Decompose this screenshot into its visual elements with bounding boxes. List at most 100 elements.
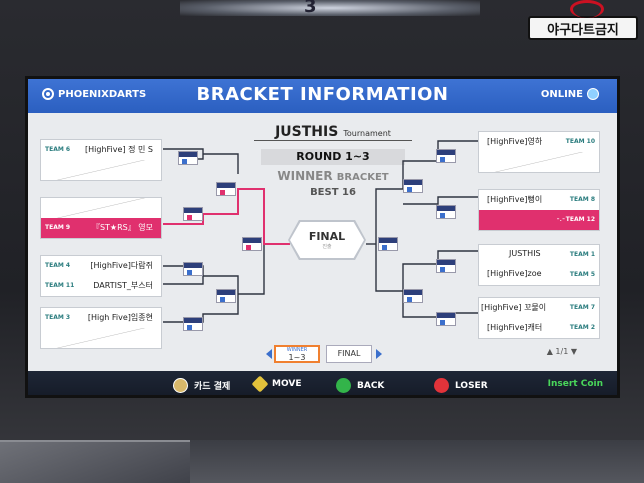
player-row-empty <box>41 198 161 218</box>
page-title: BRACKET INFORMATION <box>196 84 449 105</box>
winner-tab-small: WINNER <box>286 347 308 353</box>
match-card-right-1[interactable]: [HighFive]영하 TEAM 10 <box>478 131 600 173</box>
team-label: TEAM 12 <box>565 216 595 223</box>
sticker-text: 야구다트금지 <box>547 22 619 38</box>
prev-round-arrow-icon[interactable] <box>266 349 272 359</box>
team-label: TEAM 9 <box>45 224 71 231</box>
player-name: JUSTHIS <box>509 249 541 258</box>
player-name: [HighFive] 정 민 S <box>85 145 153 154</box>
score-box <box>216 182 236 196</box>
tournament-name: JUSTHIS <box>275 124 339 140</box>
score-box <box>178 151 198 165</box>
foreground-object <box>0 440 190 483</box>
globe-icon <box>587 88 599 100</box>
team-label: TEAM 4 <box>45 262 71 269</box>
player-name: [HighFive]뻥이 <box>487 195 543 204</box>
team-label: TEAM 1 <box>569 251 595 258</box>
player-row: [HighFive]영하 TEAM 10 <box>479 132 599 152</box>
score-box <box>183 207 203 221</box>
player-name: DARTIST_부스터 <box>93 281 153 290</box>
header-bar: PHOENIXDARTS BRACKET INFORMATION ONLINE <box>28 79 617 113</box>
player-row: TEAM 3 [High Five]임종현 <box>41 308 161 328</box>
match-card-right-3[interactable]: JUSTHIS TEAM 1 [HighFive]zoe TEAM 5 <box>478 244 600 286</box>
match-card-left-4[interactable]: TEAM 3 [High Five]임종현 <box>40 307 162 349</box>
player-name: [High Five]임종현 <box>87 313 153 322</box>
insert-coin-label: Insert Coin <box>547 379 603 389</box>
player-row-highlighted: TEAM 9 『ST★RS』 영모 <box>41 218 161 238</box>
player-row: TEAM 4 [HighFive]다람쥐 <box>41 256 161 276</box>
score-box <box>403 179 423 193</box>
round-label: ROUND 1~3 <box>261 149 405 165</box>
final-round-tab[interactable]: FINAL <box>326 345 372 363</box>
player-row: [HighFive]zoe TEAM 5 <box>479 265 599 285</box>
player-name: [HighFive]다람쥐 <box>90 261 153 270</box>
player-name: [HighFive]zoe <box>487 269 542 278</box>
loser-label: LOSER <box>455 380 488 391</box>
winner-round-tab[interactable]: WINNER 1~3 <box>274 345 320 363</box>
card-payment-control[interactable]: 카드 결제 <box>173 378 230 393</box>
player-row: TEAM 11 DARTIST_부스터 <box>41 276 161 296</box>
score-box <box>378 237 398 251</box>
score-box <box>183 262 203 276</box>
bracket-main: WINNER <box>277 169 333 183</box>
player-name: [HighFive] 꼬물이 <box>481 303 547 312</box>
winner-tab-range: 1~3 <box>288 353 306 362</box>
red-button-icon <box>434 378 449 393</box>
back-control[interactable]: BACK <box>336 378 384 393</box>
match-card-right-4[interactable]: [HighFive] 꼬물이 TEAM 7 [HighFive]캐터 TEAM … <box>478 297 600 339</box>
card-icon <box>173 378 188 393</box>
match-card-right-2[interactable]: [HighFive]뻥이 TEAM 8 -.- TEAM 12 <box>478 189 600 231</box>
team-label: TEAM 10 <box>565 138 595 145</box>
score-box <box>216 289 236 303</box>
online-status: ONLINE <box>541 88 599 100</box>
round-navigation: WINNER 1~3 FINAL <box>28 342 617 366</box>
ban-sign-icon <box>570 0 604 18</box>
final-sub: 진출 <box>322 244 332 250</box>
player-name: 『ST★RS』 영모 <box>91 223 153 232</box>
green-button-icon <box>336 378 351 393</box>
final-node[interactable]: FINAL 진출 <box>290 222 364 258</box>
page-indicator[interactable]: ▲ 1/1 ▼ <box>546 347 577 356</box>
brand-name: PHOENIXDARTS <box>58 88 147 100</box>
score-box <box>242 237 262 251</box>
team-label: TEAM 11 <box>45 282 75 289</box>
match-card-left-1[interactable]: TEAM 6 [HighFive] 정 민 S <box>40 139 162 181</box>
bracket-type: WINNER BRACKET <box>253 169 413 183</box>
player-row-highlighted: -.- TEAM 12 <box>479 210 599 230</box>
player-row: JUSTHIS TEAM 1 <box>479 245 599 265</box>
control-footer: 카드 결제 MOVE BACK LOSER Insert Coin <box>28 371 617 395</box>
player-row-empty <box>479 152 599 172</box>
player-row: [HighFive]뻥이 TEAM 8 <box>479 190 599 210</box>
online-label: ONLINE <box>540 88 583 100</box>
brand-logo: PHOENIXDARTS <box>42 88 146 100</box>
cabinet-sticker: 야구다트금지 <box>528 16 638 40</box>
diamond-icon <box>251 375 269 393</box>
tournament-type: Tournament <box>343 129 391 138</box>
loser-control[interactable]: LOSER <box>434 378 488 393</box>
card-payment-label: 카드 결제 <box>194 382 231 392</box>
game-screen: PHOENIXDARTS BRACKET INFORMATION ONLINE … <box>25 76 620 398</box>
cabinet-top-light <box>180 0 480 16</box>
player-name: -.- <box>556 214 565 223</box>
player-row-empty <box>41 160 161 180</box>
final-label: FINAL <box>308 230 346 243</box>
match-card-left-2[interactable]: TEAM 9 『ST★RS』 영모 <box>40 197 162 239</box>
match-card-left-3[interactable]: TEAM 4 [HighFive]다람쥐 TEAM 11 DARTIST_부스터 <box>40 255 162 297</box>
next-round-arrow-icon[interactable] <box>376 349 382 359</box>
player-row-empty <box>41 328 161 348</box>
score-box <box>403 289 423 303</box>
player-row: [HighFive]캐터 TEAM 2 <box>479 318 599 338</box>
player-name: [HighFive]캐터 <box>487 323 543 332</box>
team-label: TEAM 2 <box>569 324 595 331</box>
team-label: TEAM 7 <box>569 304 595 311</box>
player-row: TEAM 6 [HighFive] 정 민 S <box>41 140 161 160</box>
phoenix-logo-icon <box>42 88 54 100</box>
team-label: TEAM 8 <box>569 196 595 203</box>
back-label: BACK <box>357 380 385 391</box>
team-label: TEAM 6 <box>45 146 71 153</box>
team-label: TEAM 3 <box>45 314 71 321</box>
score-box <box>436 149 456 163</box>
move-control[interactable]: MOVE <box>251 375 301 393</box>
team-label: TEAM 5 <box>569 271 595 278</box>
score-box <box>436 312 456 326</box>
